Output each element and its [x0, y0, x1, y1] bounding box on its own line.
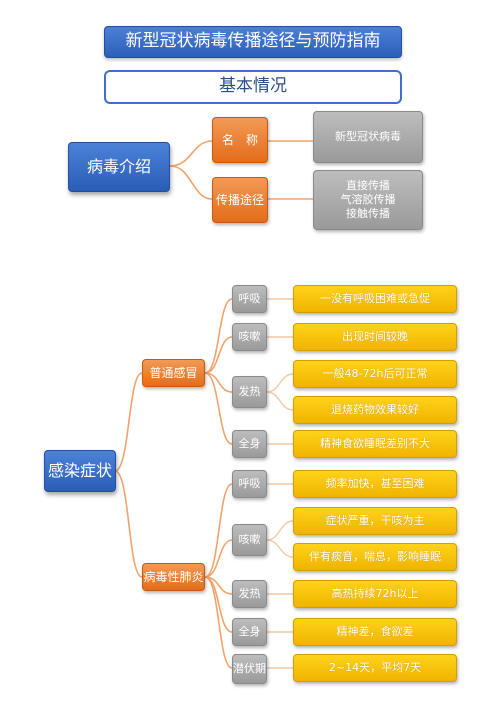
pneumonia-fever-node: 发热	[232, 580, 267, 608]
transmission-route-node: 传播途径	[212, 177, 268, 223]
section-subtitle: 基本情况	[104, 70, 402, 104]
connector-line	[204, 336, 233, 374]
cold-cough-detail: 出现时间较晚	[293, 323, 457, 351]
cold-whole-body-detail: 精神食欲睡眠差别不大	[293, 430, 457, 458]
cold-cough-node: 咳嗽	[232, 323, 267, 351]
connector-line	[204, 539, 233, 578]
cold-fever-detail: 退烧药物效果较好	[293, 396, 457, 424]
pneumonia-cough-node: 咳嗽	[232, 524, 267, 556]
connector-line	[204, 298, 233, 374]
cold-fever-detail: 一般48-72h后可正常	[293, 360, 457, 388]
pneumonia-incubation-detail: 2~14天，平均7天	[293, 654, 457, 682]
transmission-routes-list: 直接传播 气溶胶传播 接触传播	[313, 170, 423, 230]
connector-line	[266, 391, 294, 411]
cold-fever-node: 发热	[232, 376, 267, 408]
cold-breathing-node: 呼吸	[232, 285, 267, 313]
connector-line	[204, 372, 233, 445]
pneumonia-incubation-node: 潜伏期	[232, 654, 267, 684]
connector-line	[114, 470, 143, 578]
infection-symptoms-node: 感染症状	[44, 450, 116, 492]
connector-line	[204, 576, 233, 669]
name-node: 名 称	[212, 117, 268, 163]
route-item: 直接传播	[346, 179, 390, 193]
cold-whole-body-node: 全身	[232, 430, 267, 458]
pneumonia-breathing-node: 呼吸	[232, 470, 267, 498]
connector-line	[204, 483, 233, 578]
pneumonia-breathing-detail: 频率加快，甚至困难	[293, 470, 457, 498]
route-item: 接触传播	[346, 206, 390, 220]
viral-pneumonia-node: 病毒性肺炎	[142, 563, 205, 591]
pneumonia-cough-detail: 伴有痰音，喘息，影响睡眠	[293, 543, 457, 571]
connector-line	[169, 165, 213, 200]
connector-line	[266, 373, 294, 393]
pneumonia-whole-body-detail: 精神差，食欲差	[293, 618, 457, 646]
connector-line	[266, 520, 294, 541]
connector-line	[169, 140, 213, 167]
connector-line	[266, 539, 294, 558]
route-item: 气溶胶传播	[340, 193, 396, 207]
virus-intro-node: 病毒介绍	[68, 142, 170, 192]
common-cold-node: 普通感冒	[142, 359, 205, 387]
page-title: 新型冠状病毒传播途径与预防指南	[104, 26, 402, 58]
pneumonia-cough-detail: 症状严重，干咳为主	[293, 507, 457, 535]
pneumonia-whole-body-node: 全身	[232, 618, 267, 646]
connector-line	[114, 372, 143, 472]
cold-breathing-detail: 一没有呼吸困难或急促	[293, 285, 457, 313]
pneumonia-fever-detail: 高热持续72h以上	[293, 580, 457, 608]
virus-name-value: 新型冠状病毒	[313, 111, 423, 163]
